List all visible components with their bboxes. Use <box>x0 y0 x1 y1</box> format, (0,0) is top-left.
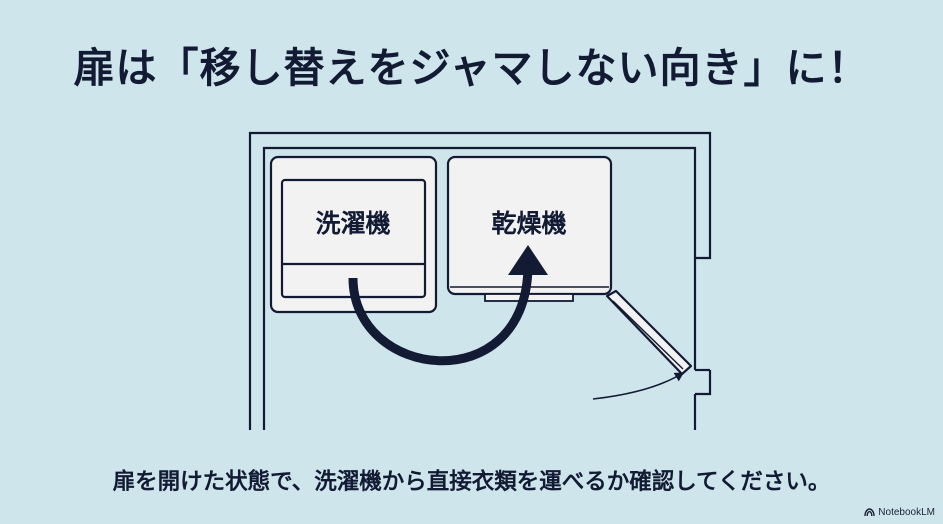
transfer-arrow <box>348 245 548 366</box>
dryer: 乾燥機 <box>446 155 613 302</box>
instruction-caption: 扉を開けた状態で、洗濯機から直接衣類を運べるか確認してください。 <box>112 469 831 495</box>
brand-watermark: NotebookLM <box>864 507 935 518</box>
door-swing-arrow <box>592 372 684 400</box>
dryer-door <box>605 289 693 376</box>
notebooklm-logo-icon <box>864 508 875 517</box>
room-wall <box>248 131 712 430</box>
brand-label: NotebookLM <box>878 507 935 518</box>
washer-label: 洗濯機 <box>315 209 390 238</box>
page-title: 扉は「移し替えをジャマしない向き」に！ <box>73 44 870 92</box>
dryer-label: 乾燥機 <box>491 209 566 238</box>
